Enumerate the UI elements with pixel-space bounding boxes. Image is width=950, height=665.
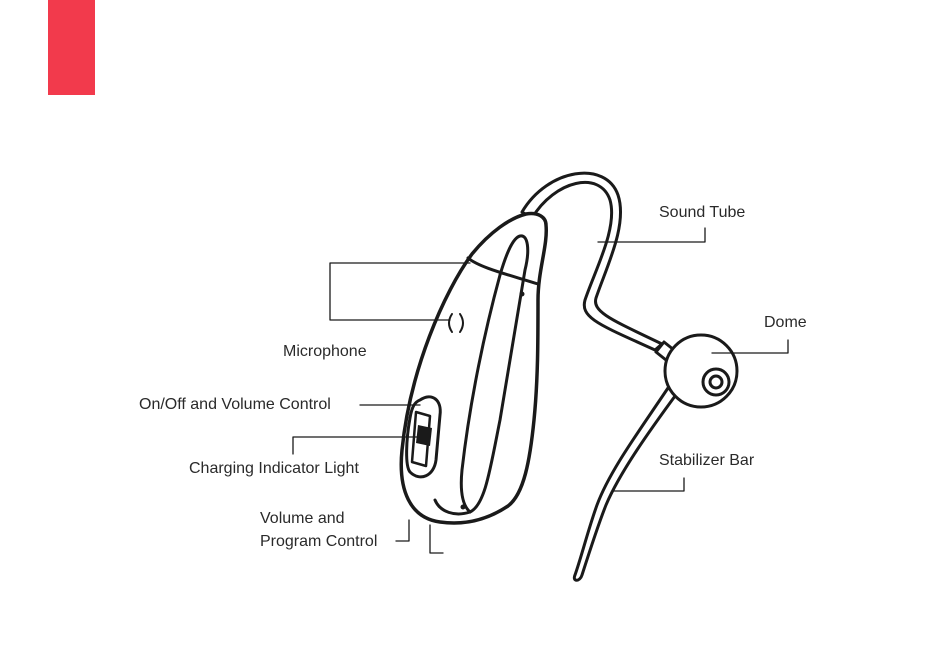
label-dome: Dome [764,311,807,334]
body-dot-top [520,292,525,297]
label-sound-tube: Sound Tube [659,201,745,224]
label-stabilizer-bar: Stabilizer Bar [659,449,754,472]
label-volume-program-line2: Program Control [260,530,377,553]
stabilizer-bar [574,385,678,580]
charging-indicator [416,425,432,446]
label-charging-light: Charging Indicator Light [189,457,359,480]
dome [665,335,737,407]
leader-volume-program-b [430,525,443,553]
label-microphone: Microphone [283,340,367,363]
leader-volume-program [396,520,409,541]
body-dot-bottom [461,505,466,510]
dome-center [710,376,722,388]
label-volume-program-line1: Volume and [260,507,345,530]
label-on-off-volume: On/Off and Volume Control [139,393,331,416]
leader-stabilizer [612,478,684,491]
